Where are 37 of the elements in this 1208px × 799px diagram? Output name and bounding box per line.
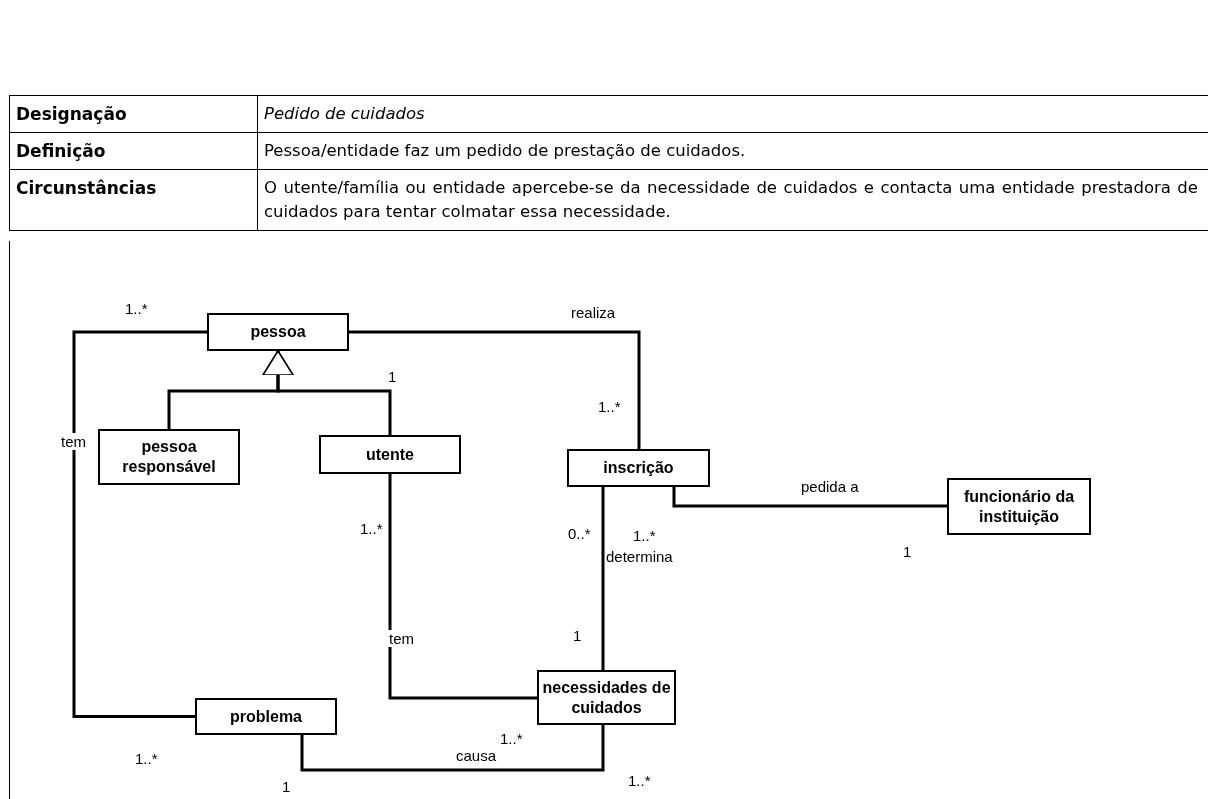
multiplicity-label: 0..* <box>568 525 591 542</box>
class-box: funcionário da instituição <box>947 478 1091 535</box>
multiplicity-label: 1..* <box>500 730 523 747</box>
multiplicity-label: 1..* <box>125 300 148 317</box>
multiplicity-label: 1..* <box>633 527 656 544</box>
edge-label: pedida a <box>800 478 860 495</box>
table-cell-text: O utente/família ou entidade apercebe-se da necessidade de cuidados e contacta uma entidade prestadora de cuidados para tentar colmatar essa necessidade. <box>263 177 1199 223</box>
class-box: necessidades de cuidados <box>537 670 676 725</box>
association-line <box>349 330 641 449</box>
generalization-arrow <box>262 350 392 435</box>
association-line <box>672 487 947 508</box>
association-line <box>601 487 605 670</box>
table-cell-text: Pessoa/entidade faz um pedido de prestação de cuidados. <box>263 140 747 162</box>
association-line <box>300 725 605 772</box>
edge-label: realiza <box>570 304 617 321</box>
class-box: pessoa responsável <box>98 429 240 485</box>
table-header-cell: Circunstâncias <box>10 170 258 230</box>
class-box: utente <box>319 435 461 474</box>
class-box: pessoa <box>207 313 349 351</box>
class-box: inscrição <box>567 449 710 487</box>
association-line <box>388 474 537 700</box>
multiplicity-label: 1..* <box>360 520 383 537</box>
multiplicity-label: 1 <box>903 543 912 560</box>
edge-label: tem <box>60 433 87 450</box>
table-header-cell: Designação <box>10 96 258 132</box>
table-header-cell: Definição <box>10 133 258 169</box>
multiplicity-label: 1..* <box>628 772 651 789</box>
multiplicity-label: 1 <box>573 627 582 644</box>
multiplicity-label: 1..* <box>598 398 621 415</box>
multiplicity-label: 1 <box>282 778 291 795</box>
multiplicity-label: 1..* <box>135 750 158 767</box>
association-line <box>72 330 207 718</box>
table-cell-text: Pedido de cuidados <box>263 103 426 125</box>
multiplicity-label: 1 <box>388 368 397 385</box>
class-box: problema <box>195 698 337 735</box>
edge-label: determina <box>605 548 674 565</box>
edge-label: tem <box>388 630 415 647</box>
